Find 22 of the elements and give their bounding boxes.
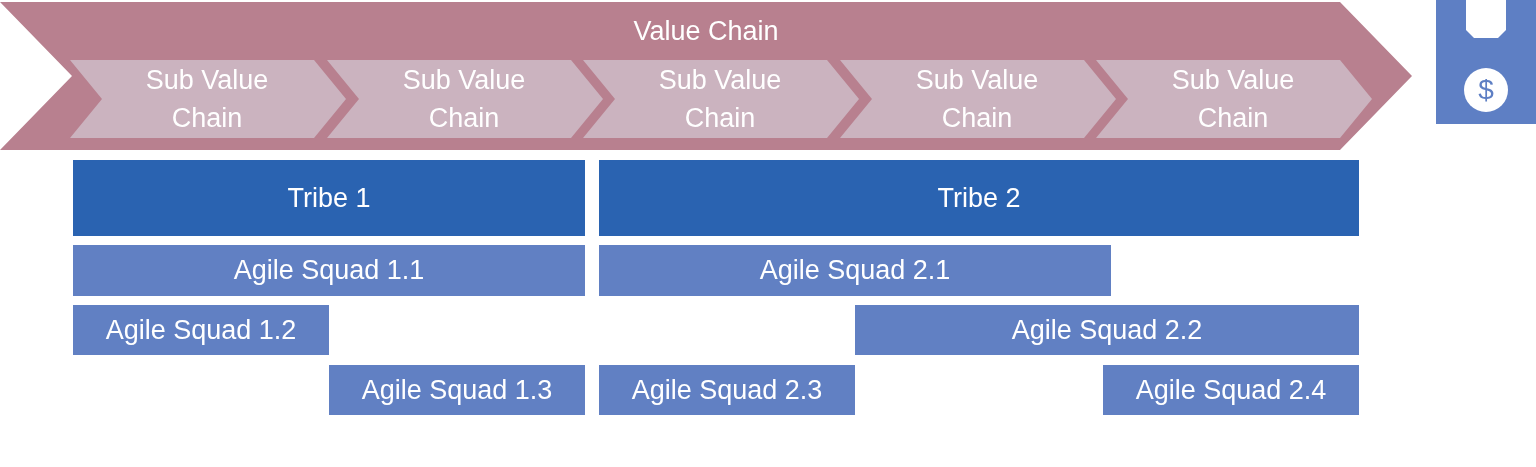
squad-bar: Agile Squad 2.4 (1103, 365, 1359, 415)
step-label: Sub Value Chain (657, 64, 783, 135)
squad-bar: Agile Squad 2.3 (599, 365, 855, 415)
step-label: Sub Value Chain (144, 64, 270, 135)
chevron-step (583, 60, 859, 138)
step-label: Sub Value Chain (1170, 64, 1296, 135)
chevron-banner (0, 2, 1412, 150)
squad-bar: Agile Squad 2.1 (599, 245, 1111, 296)
step-label: Sub Value Chain (401, 64, 527, 135)
chevron-step (327, 60, 603, 138)
package-box (1436, 0, 1536, 124)
squad-bar: Agile Squad 2.2 (855, 305, 1359, 355)
squad-bar: Agile Squad 1.1 (73, 245, 585, 296)
step-label: Sub Value Chain (914, 64, 1040, 135)
squad-bar: Agile Squad 1.3 (329, 365, 585, 415)
chevron-step (1096, 60, 1372, 138)
tribe-bar: Tribe 1 (73, 160, 585, 236)
chevron-step (70, 60, 346, 138)
squad-bar: Agile Squad 1.2 (73, 305, 329, 355)
tribe-bar: Tribe 2 (599, 160, 1359, 236)
banner-title: Value Chain (632, 15, 780, 48)
chevron-step (840, 60, 1116, 138)
